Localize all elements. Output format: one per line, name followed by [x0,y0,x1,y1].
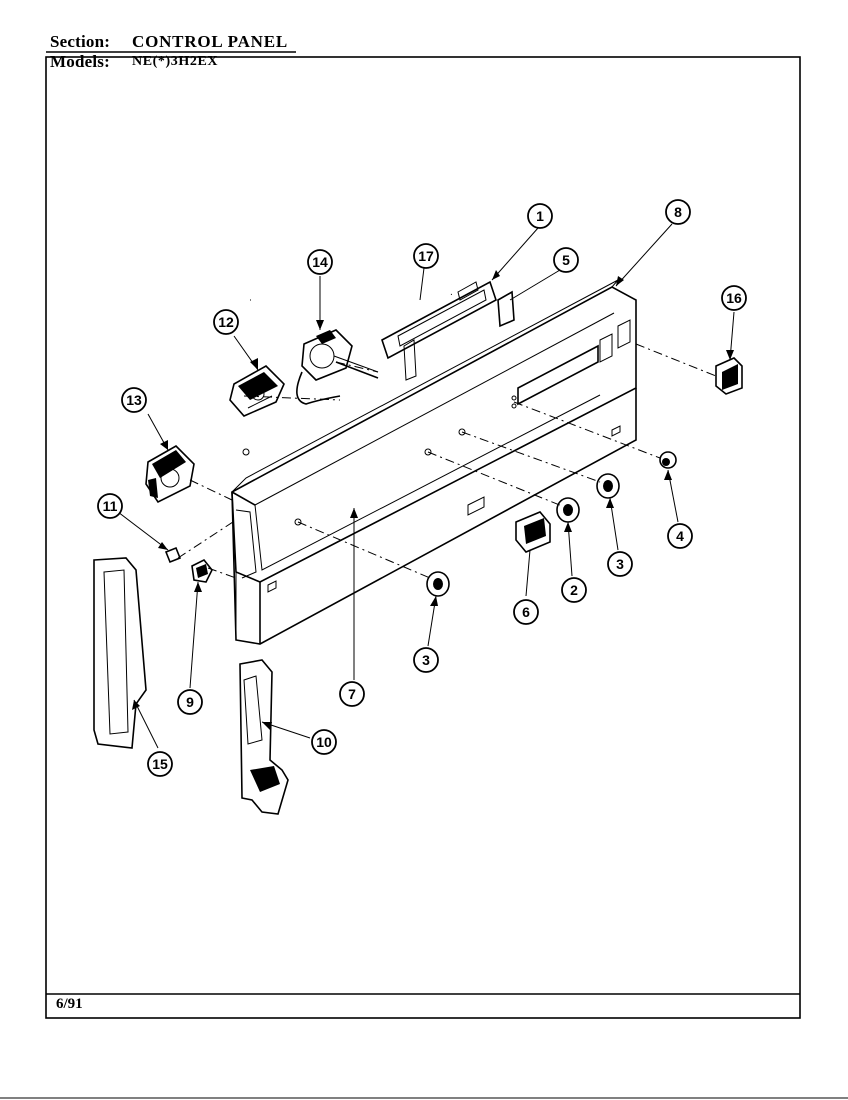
footer-date-code: 6/91 [56,996,83,1012]
callout-10: 10 [311,729,337,755]
svg-text:10: 10 [316,734,332,750]
indicator-light-part [715,357,743,395]
callout-3-left: 3 [413,647,439,673]
svg-text:3: 3 [616,556,624,572]
callout-1: 1 [527,203,553,229]
diagram-frame [45,56,801,1019]
clock-part [145,445,195,504]
section-value: CONTROL PANEL [132,32,289,51]
callout-9: 9 [177,689,203,715]
svg-text:2: 2 [570,582,578,598]
selector-switch-part [296,329,379,405]
callout-6: 6 [513,599,539,625]
callout-15: 15 [147,751,173,777]
callout-4: 4 [667,523,693,549]
svg-text:4: 4 [676,528,684,544]
svg-text:9: 9 [186,694,194,710]
svg-text:7: 7 [348,686,356,702]
svg-text:12: 12 [218,314,234,330]
callout-5: 5 [553,247,579,273]
side-bracket-part [239,659,289,815]
svg-text:3: 3 [422,652,430,668]
section-label: Section: [50,32,111,51]
callout-12: 12 [213,309,239,335]
callout-16: 16 [721,285,747,311]
svg-text:17: 17 [418,248,434,264]
end-trim-part [93,557,147,749]
callout-11: 11 [97,493,123,519]
panel-bracket-part [381,280,515,381]
svg-text:14: 14 [312,254,328,270]
fastener-parts [164,546,213,583]
svg-text:1: 1 [536,208,544,224]
svg-text:11: 11 [103,498,118,514]
svg-text:5: 5 [562,252,570,268]
callout-3-right: 3 [607,551,633,577]
callout-2: 2 [561,577,587,603]
callout-8: 8 [665,199,691,225]
rocker-switch-part [515,511,551,553]
svg-text:8: 8 [674,204,682,220]
svg-text:13: 13 [126,392,142,408]
knob-parts [426,451,677,597]
callout-14: 14 [307,249,333,275]
callout-13: 13 [121,387,147,413]
callout-17: 17 [413,243,439,269]
svg-text:15: 15 [152,756,168,772]
svg-text:6: 6 [522,604,530,620]
timer-part [229,365,285,417]
callout-7: 7 [339,681,365,707]
svg-text:16: 16 [726,290,742,306]
